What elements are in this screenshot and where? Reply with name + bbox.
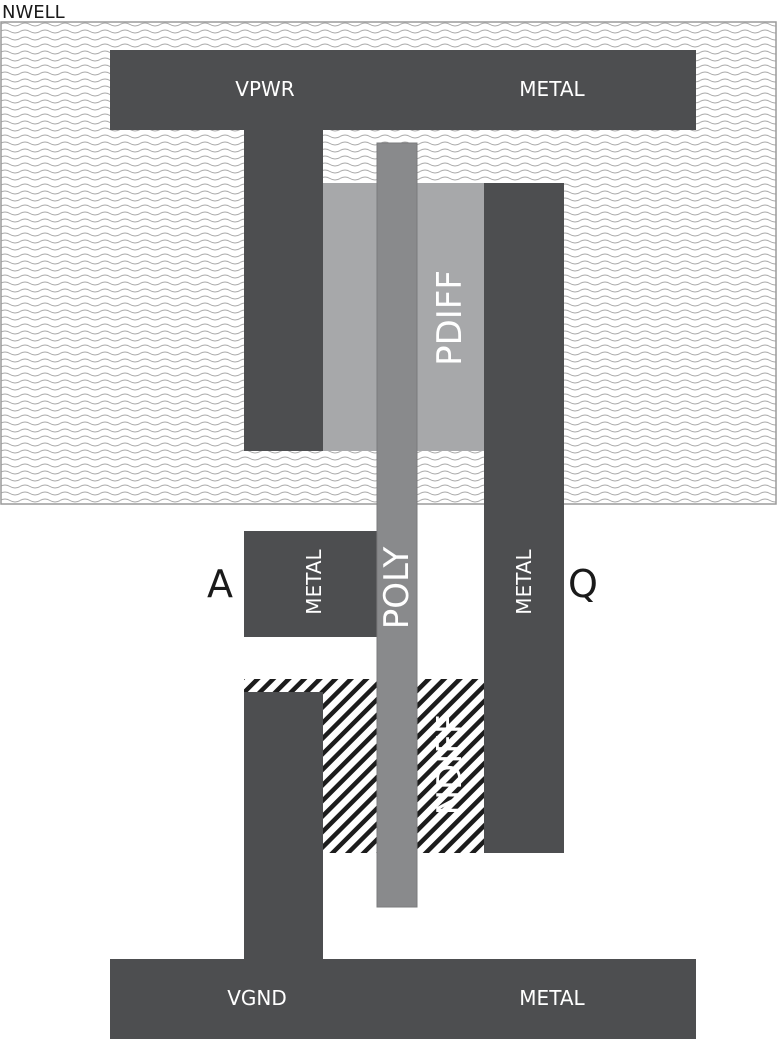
input-pin-label: A (207, 562, 233, 606)
poly-label: POLY (377, 547, 417, 630)
poly-gate (376, 142, 418, 908)
vpwr-layer-label: METAL (519, 77, 585, 101)
vgnd-net-label: VGND (227, 986, 287, 1010)
nwell-label: NWELL (2, 2, 65, 23)
vpwr-drop-metal (244, 125, 323, 451)
vpwr-net-label: VPWR (235, 77, 295, 101)
pdiff-label: PDIFF (430, 270, 470, 366)
input-metal-label: METAL (302, 548, 326, 614)
vgnd-riser-metal (244, 692, 323, 964)
vgnd-rail-metal (110, 959, 696, 1039)
output-metal-label: METAL (512, 548, 536, 614)
output-metal (484, 183, 564, 853)
input-metal (244, 531, 379, 637)
vpwr-rail-metal (110, 50, 696, 130)
output-pin-label: Q (568, 562, 598, 606)
vgnd-layer-label: METAL (519, 986, 585, 1010)
ndiff-label: NDIFF (430, 715, 470, 816)
